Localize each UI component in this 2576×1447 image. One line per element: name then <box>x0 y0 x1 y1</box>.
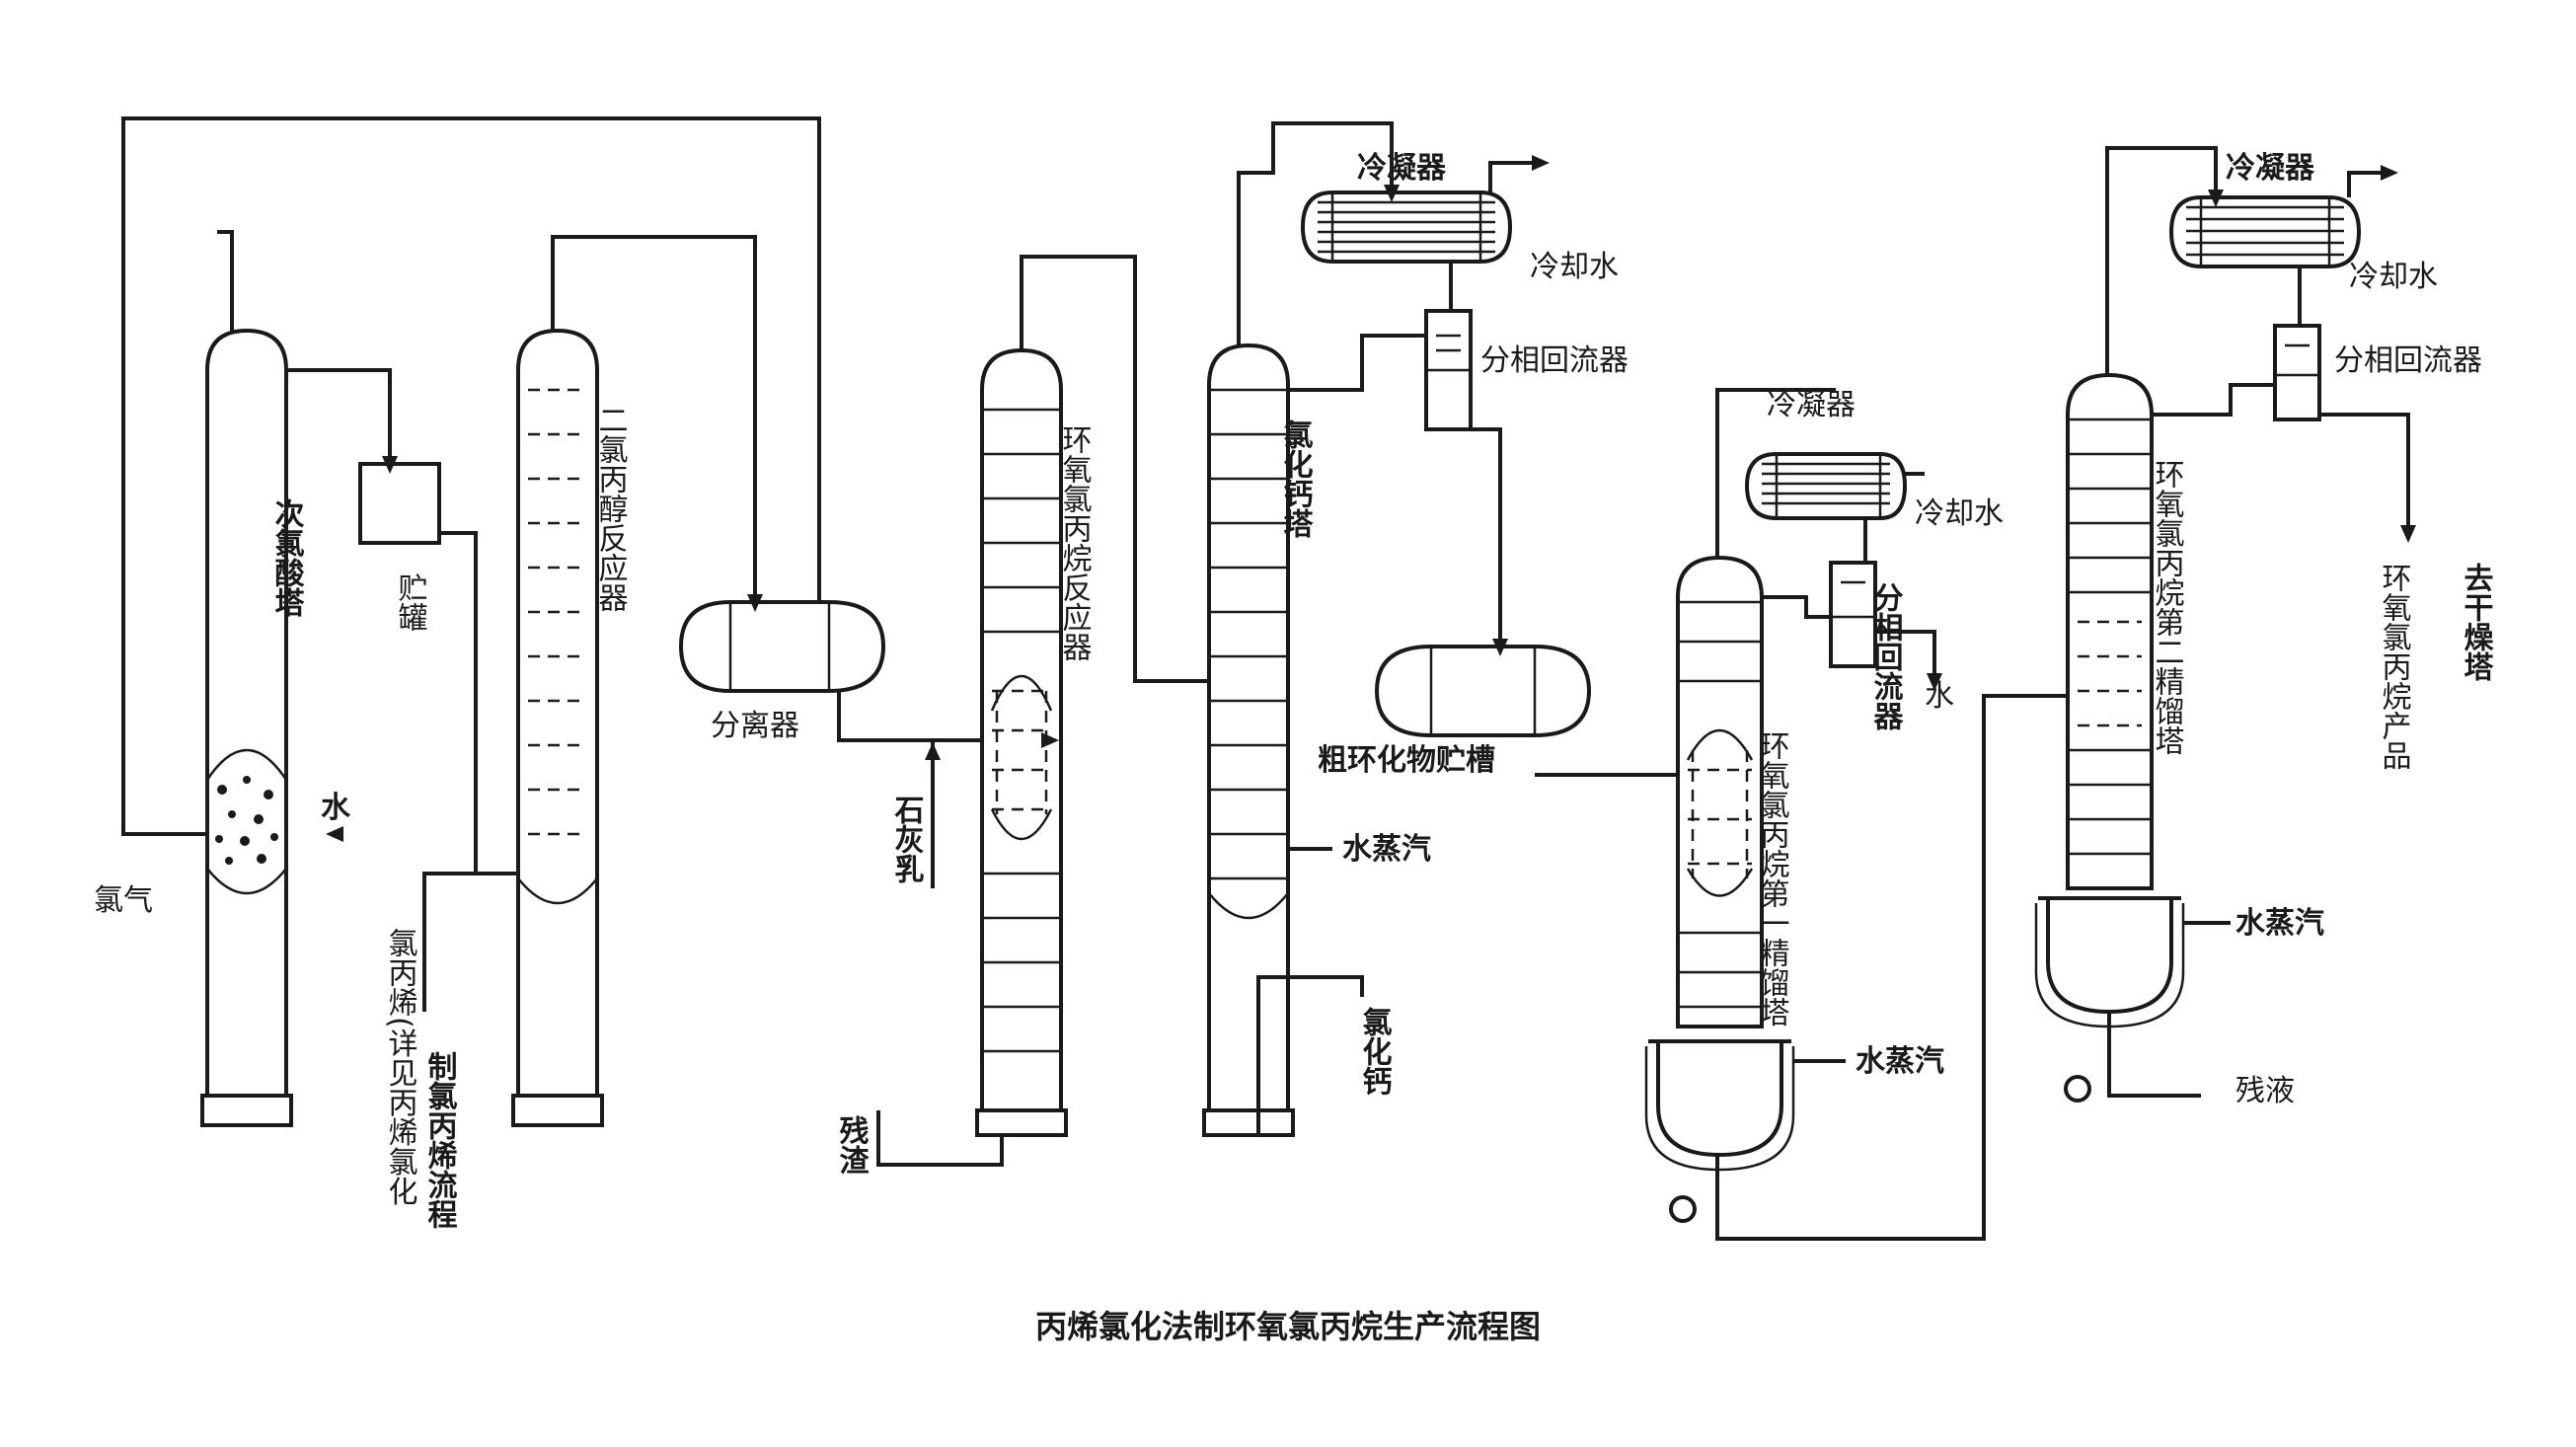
label-chlorination-tower: 氯化钙塔 <box>1278 419 1314 538</box>
label-phase-reflux-1: 分相回流器 <box>1480 343 1629 378</box>
label-epoxy-reactor: 环氧氯丙烷反应器 <box>1057 424 1093 661</box>
label-second-distill-tower: 环氧氯丙烷第二精馏塔 <box>2150 459 2185 755</box>
label-storage-tank: 贮罐 <box>393 572 428 632</box>
label-residue-1: 残渣 <box>834 1115 870 1175</box>
condenser-2 <box>1744 452 1908 520</box>
label-steam-1: 水蒸汽 <box>1342 832 1431 867</box>
process-piping <box>121 116 2410 1241</box>
diagram-labels: 次氯酸塔 贮罐 水 氯气 二氯丙醇反应器 氯丙烯(详见丙烯氯化 制氯丙烯流程 分… <box>94 151 2494 1229</box>
label-phase-reflux-2: 分相回流器 <box>1868 582 1905 730</box>
label-first-distill-tower: 环氧氯丙烷第一精馏塔 <box>1755 730 1790 1027</box>
label-lime-milk: 石灰乳 <box>889 795 926 883</box>
label-dichloropropanol-reactor: 二氯丙醇反应器 <box>593 405 629 612</box>
label-cooling-water-1: 冷却水 <box>1530 250 1619 284</box>
label-steam-3: 水蒸汽 <box>2235 906 2324 941</box>
storage-tank <box>358 462 441 545</box>
label-condenser-1: 冷凝器 <box>1357 151 1447 186</box>
crude-tank <box>1374 645 1592 737</box>
label-water-out-2: 水 <box>1925 679 1954 714</box>
second-distill-tower <box>2034 372 2185 1103</box>
condenser-1 <box>1300 190 1513 264</box>
label-condenser-2: 冷凝器 <box>1767 388 1856 422</box>
label-allyl-note-a: 氯丙烯(详见丙烯氯化 <box>383 928 417 1206</box>
label-allyl-note-b: 制氯丙烯流程 <box>422 1051 458 1229</box>
label-condenser-3: 冷凝器 <box>2226 151 2315 186</box>
condenser-3 <box>2168 195 2362 268</box>
label-calcium-chloride: 氯化钙 <box>1357 1006 1393 1097</box>
phase-reflux-2 <box>1829 561 1877 668</box>
label-steam-2: 水蒸汽 <box>1856 1044 1944 1079</box>
label-hypochlorous-tower: 次氯酸塔 <box>269 498 305 617</box>
chlorination-tower <box>1202 343 1295 1137</box>
dichloropropanol-reactor <box>511 328 604 1127</box>
label-cooling-water-3: 冷却水 <box>2349 260 2438 294</box>
phase-reflux-1 <box>1424 309 1473 431</box>
label-to-dryer: 去干燥塔 <box>2459 563 2494 681</box>
phase-reflux-3 <box>2273 324 2321 421</box>
diagram-title: 丙烯氯化法制环氧氯丙烷生产流程图 <box>1035 1308 1541 1345</box>
epoxy-reactor <box>975 347 1068 1137</box>
label-crude-tank: 粗环化物贮槽 <box>1318 743 1495 778</box>
label-phase-reflux-3: 分相回流器 <box>2334 343 2482 378</box>
label-water-in: 水 <box>321 791 351 825</box>
label-cooling-water-2: 冷却水 <box>1915 496 2004 531</box>
flow-arrows <box>326 155 2416 842</box>
label-residue-2: 残液 <box>2235 1074 2295 1108</box>
first-distill-tower <box>1644 555 1795 1223</box>
separator-vessel <box>678 600 886 693</box>
label-product: 环氧氯丙烷产品 <box>2377 563 2412 770</box>
hypochlorous-tower <box>200 230 293 1127</box>
label-chlorine-gas: 氯气 <box>94 883 153 918</box>
label-separator: 分离器 <box>711 709 799 743</box>
